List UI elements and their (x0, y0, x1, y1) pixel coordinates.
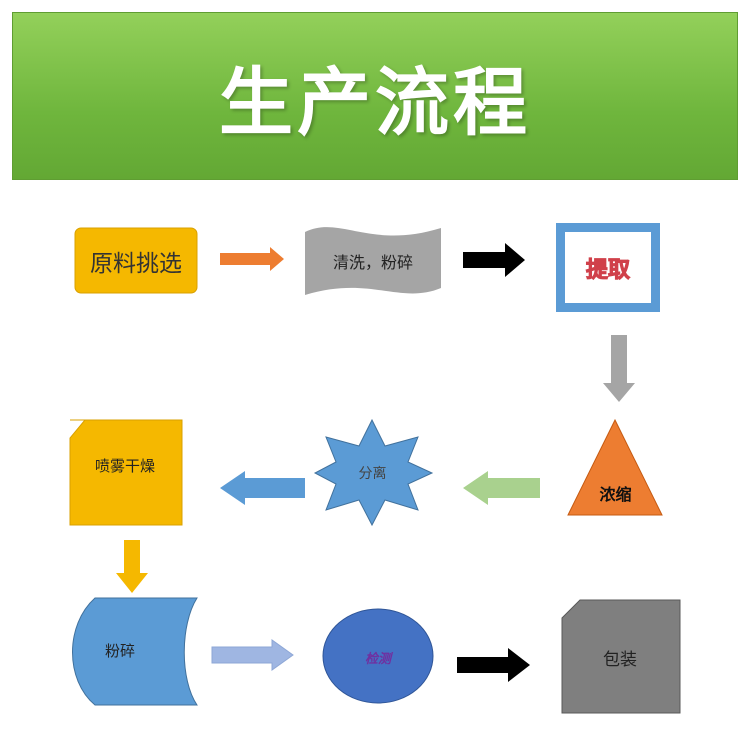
step-box-spray-dry (69, 419, 183, 526)
step-shape-wash (305, 227, 441, 295)
step-label: 浓缩 (599, 485, 632, 504)
step-label: 粉碎 (104, 641, 135, 660)
step-label: 分离 (358, 466, 387, 482)
arrow-left-icon (220, 471, 305, 505)
step-label: 检测 (364, 651, 391, 667)
step-circle-inspect (322, 608, 434, 704)
arrow-right-icon (211, 639, 294, 671)
step-label: 提取 (585, 257, 630, 283)
arrow-right-icon (463, 243, 525, 277)
step-star-separate (313, 418, 434, 527)
step-label: 包装 (603, 650, 637, 670)
arrow-right-icon (457, 648, 530, 682)
arrow-left-icon (463, 471, 540, 505)
step-label: 原料挑选 (90, 250, 182, 277)
header-banner: 生产流程 (12, 12, 738, 180)
step-triangle-concentrate (567, 418, 663, 516)
arrow-down-icon (116, 540, 148, 593)
step-label: 喷雾干燥 (94, 456, 155, 475)
step-shape-crush (72, 597, 198, 706)
arrow-down-icon (603, 335, 635, 402)
step-label: 清洗，粉碎 (332, 253, 413, 272)
arrow-right-icon (220, 247, 284, 271)
page-title: 生产流程 (219, 60, 531, 146)
step-box-raw-material (74, 227, 198, 294)
step-box-package (561, 599, 681, 714)
